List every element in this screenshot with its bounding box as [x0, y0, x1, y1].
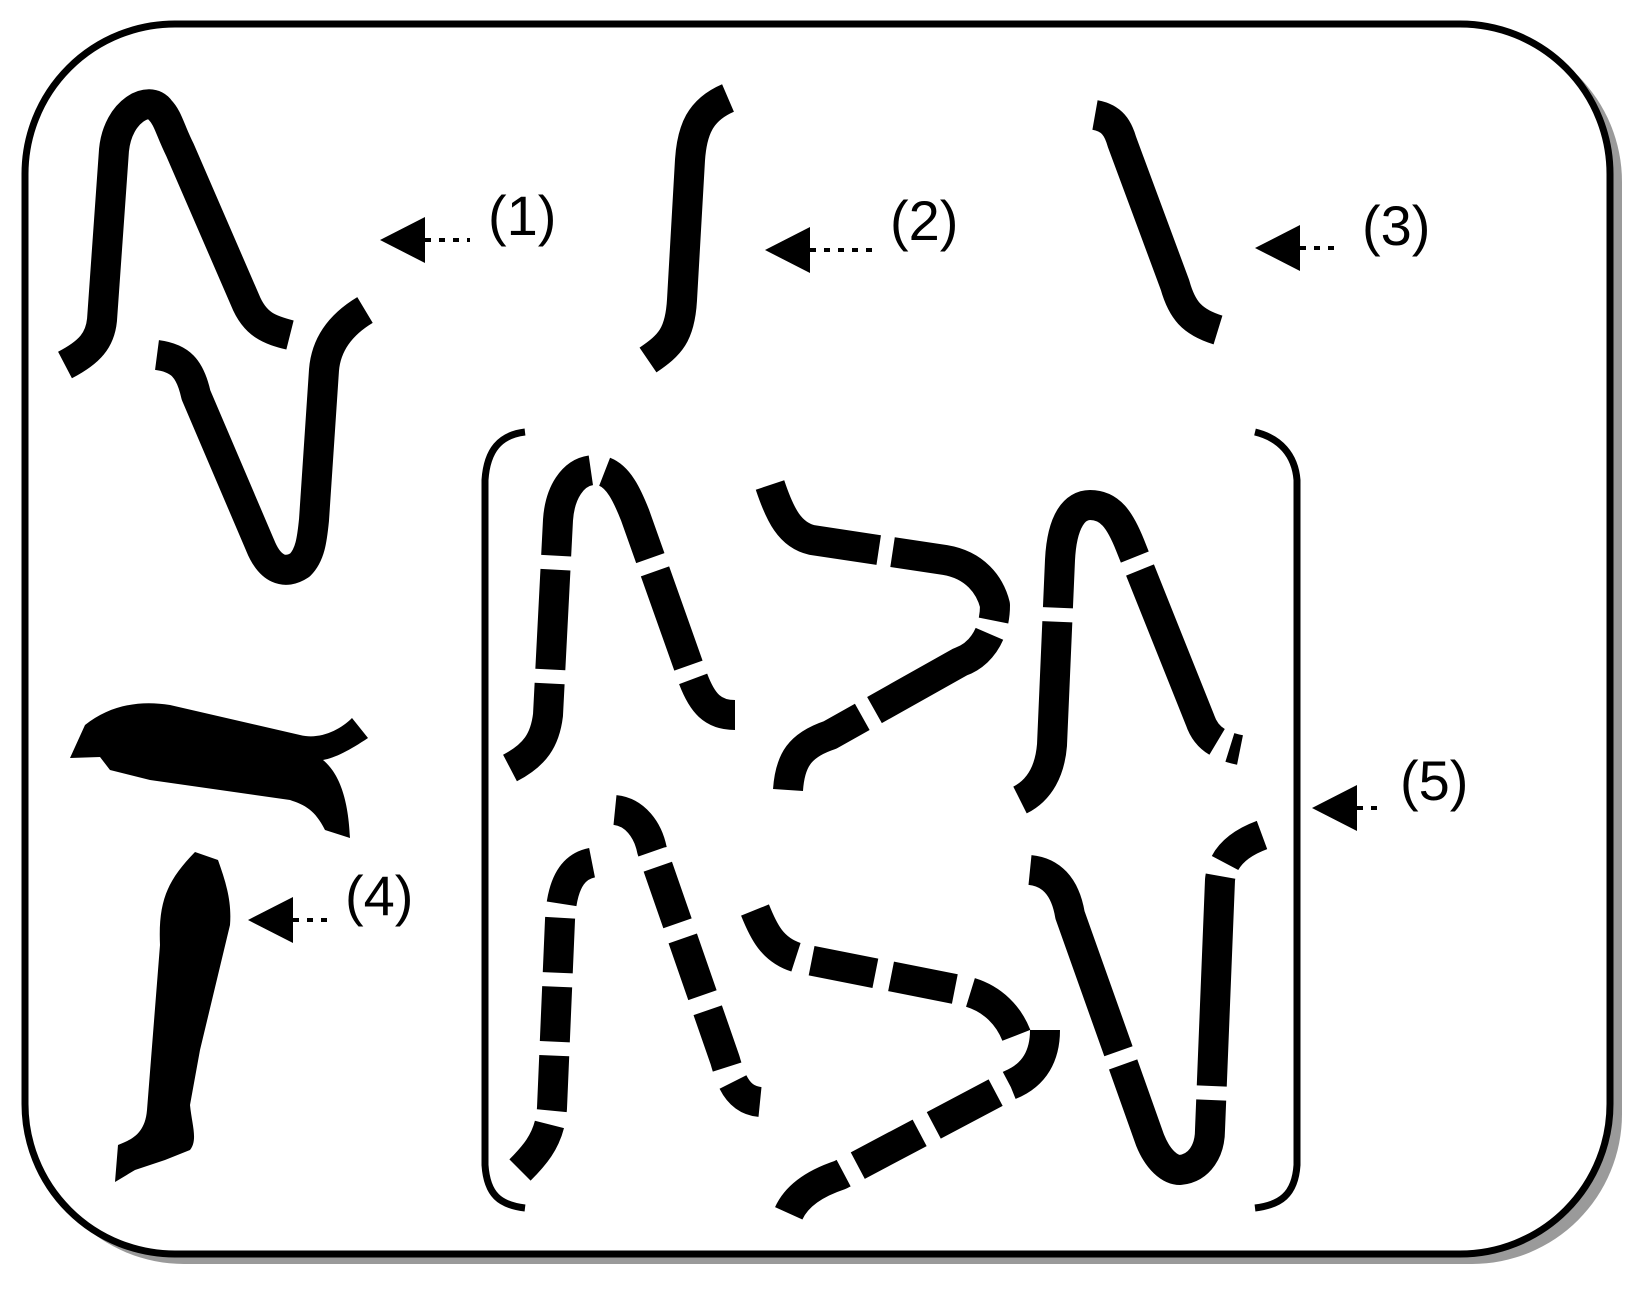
- arrow-5: [1312, 785, 1385, 831]
- shape-4-collapsed: [70, 703, 368, 1182]
- shape-3-backslash: [1091, 100, 1223, 345]
- label-1: (1): [488, 184, 556, 247]
- label-3: (3): [1362, 194, 1430, 257]
- label-5: (5): [1400, 749, 1468, 812]
- arrow-1: [380, 217, 470, 263]
- label-2: (2): [890, 189, 958, 252]
- shape-5-upper-dashed: [502, 455, 1244, 814]
- shape-5-lower-dashed: [509, 795, 1268, 1229]
- shape-5-bracket: [481, 428, 1301, 1212]
- shape-2-integral: [639, 84, 735, 373]
- shape-1-wave: [57, 89, 374, 585]
- arrow-4: [248, 897, 330, 943]
- arrow-3: [1255, 225, 1340, 271]
- arrow-2: [765, 227, 875, 273]
- label-4: (4): [345, 864, 413, 927]
